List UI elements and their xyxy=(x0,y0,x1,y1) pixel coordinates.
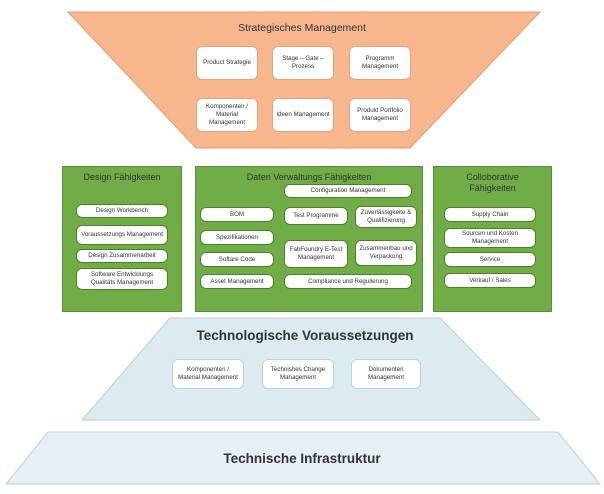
data-item-asset: Asset Management xyxy=(200,274,274,289)
infra-trapezoid xyxy=(4,431,602,485)
strategic-item-product-strategie: Product Strategie xyxy=(196,46,258,80)
collab-item-verkauf: Verkauf / Sales xyxy=(444,273,536,288)
tech-item-dokumenten: Dokumenten Management xyxy=(351,359,421,389)
design-item-software-qualitaet: Software Entwicklungs Qualitäts Manageme… xyxy=(76,268,168,290)
collab-item-supply-chain: Supply Chain xyxy=(444,207,536,222)
collab-item-sourcen-kosten: Sourcen und Kosten Management xyxy=(444,228,536,248)
collab-title: Colloborative Fähigkeiten xyxy=(466,172,519,194)
collab-item-service: Service xyxy=(444,252,536,267)
design-item-zusammenarbeit: Design Zusammenarbeit xyxy=(76,249,168,263)
strategic-item-portfolio: Produkt Portfolio Management xyxy=(349,98,411,132)
strategic-title: Strategisches Management xyxy=(238,22,366,34)
data-item-test-programme: Test Programme xyxy=(284,207,348,225)
data-item-spezifikationen: Spezifikationen xyxy=(200,230,274,245)
infra-title: Technische Infrastruktur xyxy=(223,451,381,466)
strategic-item-ideen: Ideen Management xyxy=(272,98,334,132)
data-item-zusammenbau: Zusammenbau und Verpackung xyxy=(355,240,417,266)
data-item-bom: BOM xyxy=(200,207,274,222)
data-item-configuration: Configuration Management xyxy=(284,184,412,198)
tech-item-komponenten: Komponenten / Material Management xyxy=(172,359,244,389)
data-item-compliance: Compliance und Regulierung xyxy=(284,274,412,289)
strategic-item-stage-gate: Stage – Gate – Prozess xyxy=(272,46,334,80)
design-item-workbench: Design Workbench xyxy=(76,204,168,218)
data-item-softare-code: Softare Code xyxy=(200,252,274,267)
data-item-fabfoundry: FabFoundry E-Test Management xyxy=(284,240,348,268)
data-title: Daten Verwaltungs Fähigkeiten xyxy=(246,172,372,182)
tech-item-change: Technishes Change Management xyxy=(262,359,334,389)
strategic-trapezoid xyxy=(66,11,542,149)
strategic-item-programm: Programm Management xyxy=(349,46,411,80)
data-item-zuverlaessigkeit: Zuverlässigkeite & Qualifizierung xyxy=(355,206,417,228)
strategic-item-komponenten: Komponenten / Material Management xyxy=(196,98,258,132)
tech-title: Technologische Voraussetzungen xyxy=(196,328,414,343)
design-item-voraussetzungs: Voraussetzungs Management xyxy=(76,225,168,245)
design-title: Design Fähigkeiten xyxy=(83,172,161,182)
